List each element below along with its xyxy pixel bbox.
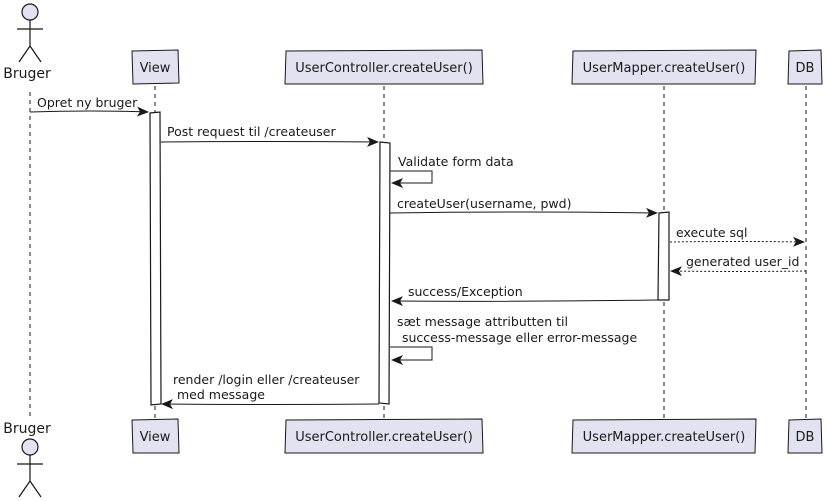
participant-label-mapper-bottom: UserMapper.createUser() xyxy=(583,430,746,445)
actor-body xyxy=(17,20,43,63)
arrow-m6 xyxy=(670,266,807,277)
arrow-m1 xyxy=(29,106,149,117)
message-label-m8-line1: sæt message attributten til xyxy=(397,314,568,329)
message-label-m9-line1: render /login eller /createuser xyxy=(173,372,360,387)
participant-box-view-top xyxy=(131,49,180,85)
message-label-m8-line2: success-message eller error-message xyxy=(402,330,637,345)
message-label-m3: Validate form data xyxy=(398,154,514,169)
lifelines xyxy=(29,86,807,418)
message-label-m6: generated user_id xyxy=(686,254,799,269)
activation-controller xyxy=(378,141,391,405)
arrow-m5 xyxy=(669,236,805,247)
message-labels: Opret ny bruger Post request til /create… xyxy=(37,95,799,402)
participant-label-bruger-top: Bruger xyxy=(3,66,51,82)
participant-box-controller-top xyxy=(284,49,484,85)
arrow-m9 xyxy=(161,399,380,410)
participant-label-view-top: View xyxy=(140,61,171,76)
participant-label-controller-bottom: UserController.createUser() xyxy=(295,430,473,445)
arrow-m4 xyxy=(389,207,658,218)
actor-head xyxy=(21,3,39,21)
actor-bruger-top xyxy=(17,3,43,63)
message-label-m7: success/Exception xyxy=(408,284,523,299)
actor-head xyxy=(21,438,39,456)
participant-box-mapper-bottom xyxy=(571,418,757,454)
activation-view xyxy=(149,111,162,406)
participant-box-view-bottom xyxy=(131,418,180,454)
participant-label-mapper-top: UserMapper.createUser() xyxy=(583,61,746,76)
arrow-m3 xyxy=(390,170,433,188)
participants-bottom: Bruger View UserController.createUser() … xyxy=(3,418,823,498)
participant-box-db-top xyxy=(787,49,823,85)
participant-label-view-bottom: View xyxy=(140,430,171,445)
participant-label-controller-top: UserController.createUser() xyxy=(295,61,473,76)
participants-top: Bruger View UserController.createUser() … xyxy=(3,3,823,85)
participant-box-mapper-top xyxy=(571,49,757,85)
actor-body xyxy=(17,455,43,498)
participant-label-bruger-bottom: Bruger xyxy=(3,421,51,437)
activations xyxy=(149,111,670,406)
participant-label-db-bottom: DB xyxy=(796,430,815,445)
message-label-m9-line2: med message xyxy=(177,387,265,402)
arrow-m2 xyxy=(160,136,379,147)
actor-bruger-bottom xyxy=(17,438,43,498)
activation-mapper xyxy=(657,211,670,301)
arrow-m7 xyxy=(391,296,659,307)
arrow-m8 xyxy=(390,346,433,365)
messages xyxy=(29,106,807,410)
participant-box-db-bottom xyxy=(787,418,823,454)
message-label-m5: execute sql xyxy=(676,225,747,240)
message-label-m1: Opret ny bruger xyxy=(37,95,138,110)
participant-box-controller-bottom xyxy=(284,418,484,454)
participant-label-db-top: DB xyxy=(796,61,815,76)
message-label-m2: Post request til /createuser xyxy=(167,124,336,139)
message-label-m4: createUser(username, pwd) xyxy=(397,196,571,211)
